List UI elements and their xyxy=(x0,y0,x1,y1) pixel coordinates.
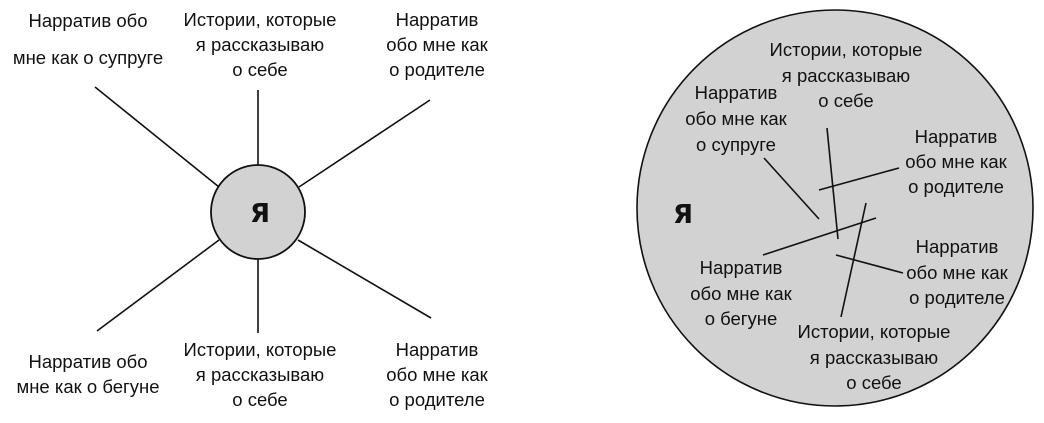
connector-spouse xyxy=(94,86,220,188)
label-spouse: Нарратив обо мне как о супруге xyxy=(685,82,787,155)
right-diagram: Я Истории, которые я рассказываю о себе … xyxy=(636,9,1034,407)
label-line: о себе xyxy=(232,389,287,410)
label-line: о родителе xyxy=(389,59,485,80)
connector-runner xyxy=(96,239,220,332)
label-stories-top: Истории, которые я рассказываю о себе xyxy=(184,9,337,80)
label-line: обо мне как xyxy=(386,34,488,55)
left-diagram: Я Нарратив обо мне как о супруге Истории… xyxy=(13,9,489,410)
connector-parent-bottom xyxy=(297,239,432,319)
connector-stories-top xyxy=(826,127,839,240)
label-line: о родителе xyxy=(909,287,1005,308)
label-line: обо мне как xyxy=(906,262,1008,283)
label-line: мне как о супруге xyxy=(13,47,163,68)
label-parent-bottom: Нарратив обо мне как о родителе xyxy=(906,236,1008,308)
label-line: Истории, которые xyxy=(184,9,337,30)
connector-runner xyxy=(762,217,877,256)
label-line: Нарратив xyxy=(700,257,783,278)
label-line: Нарратив xyxy=(695,82,778,103)
label-stories-bottom: Истории, которые я рассказываю о себе xyxy=(184,339,337,410)
label-line: Истории, которые xyxy=(770,39,923,60)
self-label: Я xyxy=(673,200,693,230)
self-circle xyxy=(210,164,306,260)
label-line: о родителе xyxy=(908,176,1004,197)
label-stories-bottom: Истории, которые я рассказываю о себе xyxy=(798,321,951,393)
connector-spouse xyxy=(763,157,820,220)
label-line: я рассказываю xyxy=(196,364,325,385)
label-line: о бегуне xyxy=(705,308,778,329)
label-parent-top: Нарратив обо мне как о родителе xyxy=(905,126,1007,197)
label-line: обо мне как xyxy=(685,108,787,129)
label-line: обо мне как xyxy=(386,364,488,385)
label-line: мне как о бегуне xyxy=(17,376,160,397)
label-line: Нарратив обо xyxy=(28,351,147,372)
label-line: обо мне как xyxy=(690,283,792,304)
label-line: я рассказываю xyxy=(810,347,939,368)
label-runner: Нарратив обо мне как о бегуне xyxy=(690,257,792,329)
connector-parent-top xyxy=(298,99,431,188)
label-line: о себе xyxy=(232,59,287,80)
label-runner: Нарратив обо мне как о бегуне xyxy=(17,351,160,397)
label-line: обо мне как xyxy=(905,151,1007,172)
connector-parent-bottom xyxy=(835,254,904,274)
label-line: о родителе xyxy=(389,389,485,410)
label-stories-top: Истории, которые я рассказываю о себе xyxy=(770,39,923,111)
label-spouse: Нарратив обо мне как о супруге xyxy=(13,10,163,68)
label-line: Нарратив xyxy=(916,236,999,257)
label-line: о супруге xyxy=(696,134,776,155)
label-line: Нарратив xyxy=(396,9,479,30)
label-line: о себе xyxy=(846,372,901,393)
label-line: я рассказываю xyxy=(196,34,325,55)
label-parent-top: Нарратив обо мне как о родителе xyxy=(386,9,488,80)
label-line: Нарратив xyxy=(396,339,479,360)
label-line: я рассказываю xyxy=(782,65,911,86)
self-label: Я xyxy=(250,199,270,229)
label-line: о себе xyxy=(818,90,873,111)
label-parent-bottom: Нарратив обо мне как о родителе xyxy=(386,339,488,410)
label-line: Истории, которые xyxy=(798,321,951,342)
label-line: Нарратив xyxy=(915,126,998,147)
label-line: Истории, которые xyxy=(184,339,337,360)
label-line: Нарратив обо xyxy=(28,10,147,31)
connector-parent-top xyxy=(818,167,900,191)
